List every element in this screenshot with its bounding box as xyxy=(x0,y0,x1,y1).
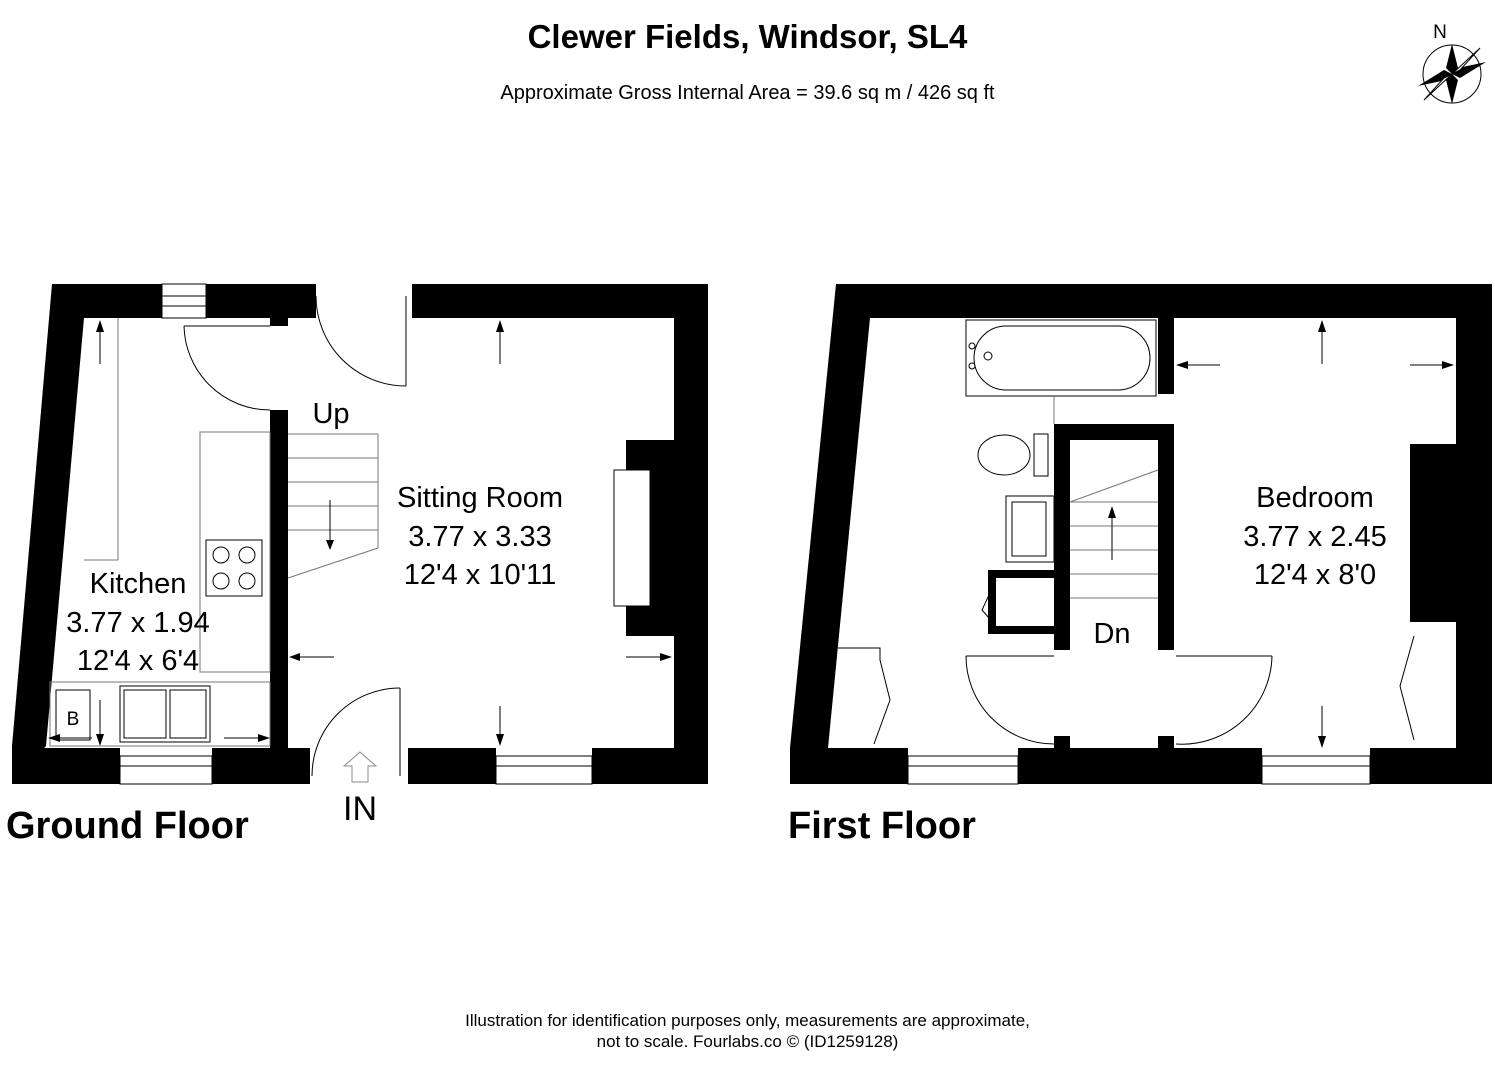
ground-floor-label: Ground Floor xyxy=(6,805,249,847)
plan-title: Clewer Fields, Windsor, SL4 xyxy=(527,18,968,55)
gross-area-subtitle: Approximate Gross Internal Area = 39.6 s… xyxy=(500,82,995,104)
kitchen-imperial: 12'4 x 6'4 xyxy=(77,645,199,677)
disclaimer-line-1: Illustration for identification purposes… xyxy=(465,1011,1030,1030)
stairs-up-label: Up xyxy=(312,398,349,430)
bedroom-metric: 3.77 x 2.45 xyxy=(1243,521,1387,553)
sink-icon xyxy=(119,685,211,743)
sitting-room-name: Sitting Room xyxy=(397,482,563,514)
disclaimer-line-2: not to scale. Fourlabs.co © (ID1259128) xyxy=(596,1032,899,1051)
basin-icon xyxy=(1005,495,1055,563)
bath-icon xyxy=(965,319,1157,397)
bedroom-name: Bedroom xyxy=(1256,482,1374,514)
entrance-label: IN xyxy=(343,790,377,828)
bedroom-imperial: 12'4 x 8'0 xyxy=(1254,559,1376,591)
sitting-room-metric: 3.77 x 3.33 xyxy=(408,521,552,553)
sitting-room-imperial: 12'4 x 10'11 xyxy=(404,559,556,591)
toilet-icon xyxy=(977,433,1049,477)
stairs-down-label: Dn xyxy=(1093,618,1130,650)
disclaimer: Illustration for identification purposes… xyxy=(0,1010,1495,1052)
first-floor-label: First Floor xyxy=(788,805,976,847)
entrance-arrow-icon xyxy=(342,751,378,783)
window-icon xyxy=(119,755,213,785)
compass-icon: N xyxy=(1418,22,1486,104)
window-icon xyxy=(495,755,593,785)
kitchen-metric: 3.77 x 1.94 xyxy=(66,607,210,639)
boiler-icon xyxy=(55,689,91,741)
window-icon xyxy=(161,283,207,319)
first-floor-plan xyxy=(790,284,1492,785)
kitchen-name: Kitchen xyxy=(90,568,187,600)
compass-north-label: N xyxy=(1433,22,1447,43)
boiler-label: B xyxy=(67,709,80,730)
window-icon xyxy=(1261,755,1371,785)
hob-icon xyxy=(205,539,263,597)
window-icon xyxy=(907,755,1019,785)
ground-floor-plan: B xyxy=(12,283,708,785)
